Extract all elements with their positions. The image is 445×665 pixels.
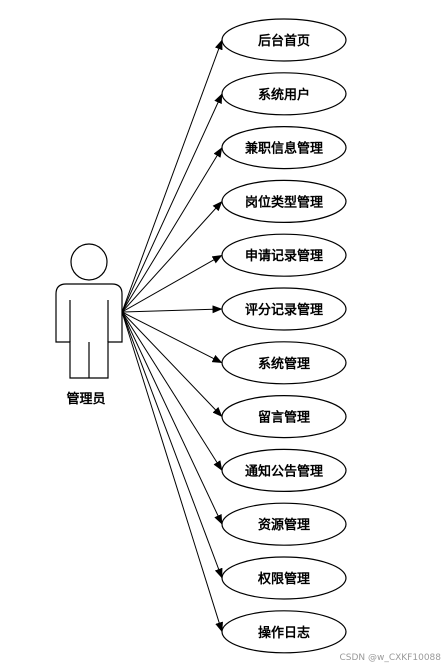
use-case: 兼职信息管理	[221, 126, 347, 170]
use-case-label: 系统管理	[258, 356, 310, 372]
use-case: 资源管理	[221, 502, 347, 546]
use-cases: 后台首页系统用户兼职信息管理岗位类型管理申请记录管理评分记录管理系统管理留言管理…	[221, 18, 347, 654]
use-case-ellipse	[221, 610, 347, 654]
association-arrow	[121, 311, 223, 471]
association-arrow	[121, 311, 223, 417]
use-case: 申请记录管理	[221, 233, 347, 277]
watermark: CSDN @w_CXKF10088	[339, 653, 441, 663]
use-case-label: 兼职信息管理	[245, 141, 323, 157]
use-case-ellipse	[221, 556, 347, 600]
association-arrow	[121, 311, 223, 579]
association-arrow	[121, 254, 223, 313]
use-case-ellipse	[221, 502, 347, 546]
use-case-ellipse	[221, 126, 347, 170]
use-case: 操作日志	[221, 610, 347, 654]
use-case-label: 资源管理	[258, 517, 310, 533]
use-case-label: 评分记录管理	[245, 302, 323, 318]
actor-label: 管理员	[66, 391, 105, 407]
use-case-label: 留言管理	[258, 410, 310, 426]
use-case-label: 通知公告管理	[245, 463, 323, 479]
actor-head	[70, 243, 108, 281]
use-case-ellipse	[221, 341, 347, 385]
use-case: 留言管理	[221, 395, 347, 439]
association-arrow	[121, 311, 223, 364]
use-case-ellipse	[221, 72, 347, 116]
use-case-label: 操作日志	[258, 625, 310, 641]
use-case: 通知公告管理	[221, 448, 347, 492]
actor-body	[55, 283, 123, 379]
association-arrow	[121, 147, 223, 313]
use-case: 评分记录管理	[221, 287, 347, 331]
use-case: 系统管理	[221, 341, 347, 385]
use-case-ellipse	[221, 233, 347, 277]
use-case-ellipse	[221, 448, 347, 492]
use-case-label: 权限管理	[257, 571, 310, 587]
association-arrow	[121, 311, 223, 525]
use-case-label: 系统用户	[258, 87, 310, 103]
association-arrow	[121, 305, 223, 314]
use-case: 系统用户	[221, 72, 347, 116]
use-case: 权限管理	[221, 556, 347, 600]
use-case-label: 申请记录管理	[245, 248, 323, 264]
use-case: 岗位类型管理	[221, 179, 347, 223]
actor: 管理员	[55, 243, 123, 407]
use-case-ellipse	[221, 18, 347, 62]
association-arrow	[121, 201, 223, 313]
association-lines	[121, 39, 223, 633]
use-case-ellipse	[221, 179, 347, 223]
use-case: 后台首页	[221, 18, 347, 62]
use-case-label: 后台首页	[258, 33, 310, 49]
use-case-ellipse	[221, 395, 347, 439]
use-case-label: 岗位类型管理	[245, 194, 323, 210]
association-arrow	[121, 93, 223, 313]
use-case-ellipse	[221, 287, 347, 331]
association-arrow	[121, 39, 223, 313]
association-arrow	[121, 311, 223, 633]
